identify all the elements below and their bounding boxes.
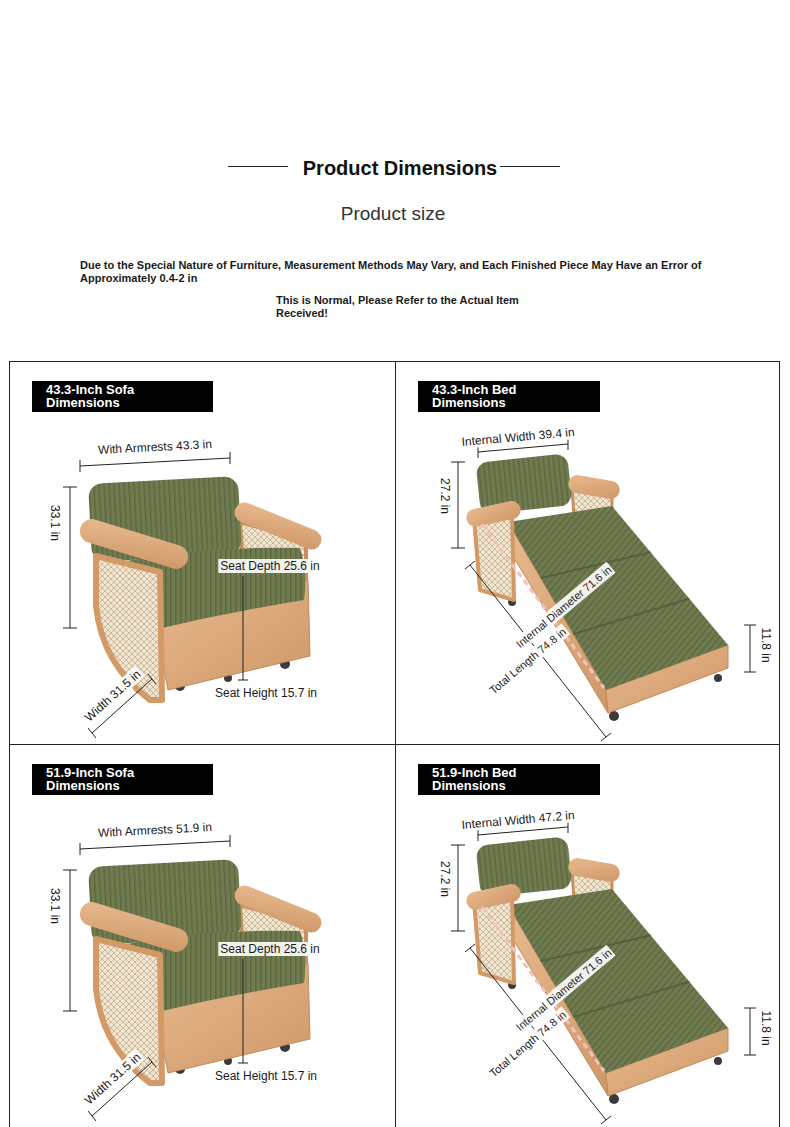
internal-length-marker <box>482 524 604 688</box>
dimension-label: Seat Depth 25.6 in <box>218 559 321 573</box>
panel-heading: 43.3-Inch Bed Dimensions <box>432 383 550 409</box>
page-title: Product Dimensions <box>300 156 500 180</box>
dimension-label: Width 31.5 in <box>80 666 144 726</box>
dimension-lines <box>70 487 71 628</box>
dimension-label: Internal Width 39.4 in <box>459 425 577 449</box>
dimension-lines <box>80 458 230 466</box>
dimension-label: Width 31.5 in <box>80 1049 144 1109</box>
label-holder: Internal Width 39.4 in <box>459 422 578 450</box>
dimension-lines <box>451 462 465 463</box>
dimension-lines <box>744 625 756 626</box>
bed-illustration <box>451 438 756 741</box>
label-holder: Seat Depth 25.6 in <box>218 556 321 574</box>
dimension-lines <box>63 487 77 488</box>
label-holder: With Armrests 51.9 in <box>96 817 215 841</box>
label-holder: 33.1 in <box>47 503 65 543</box>
bed-illustration <box>567 474 621 501</box>
sofa-illustration <box>232 499 325 552</box>
dimension-lines <box>465 561 475 569</box>
dimension-lines <box>88 728 96 738</box>
dimension-lines <box>568 438 569 450</box>
dimension-label: 11.8 in <box>759 625 773 664</box>
dimension-label: 27.2 in <box>438 859 452 899</box>
label-holder: This is Normal, Please Refer to the Actu… <box>274 294 536 320</box>
label-holder: Due to the Special Nature of Furniture, … <box>78 259 763 285</box>
sofa-illustration <box>77 516 191 572</box>
bed-illustration <box>465 499 523 528</box>
bed-illustration <box>451 821 756 1124</box>
dimension-lines <box>458 462 459 548</box>
title-rule <box>500 166 560 167</box>
label-holder: With Armrests 43.3 in <box>96 434 215 458</box>
panel-heading-bar: 43.3-Inch Bed Dimensions <box>418 381 600 412</box>
sofa-illustration <box>63 835 324 1121</box>
panel-heading: 51.9-Inch Sofa Dimensions <box>46 766 164 792</box>
subtitle: Product size <box>339 203 448 225</box>
title-holder: Product Dimensions <box>300 156 500 180</box>
dimension-label: With Armrests 43.3 in <box>96 437 215 457</box>
dimension-lines <box>238 680 248 681</box>
dimension-label: 27.2 in <box>438 476 452 516</box>
label-holder: Internal Width 47.2 in <box>459 805 578 833</box>
dimension-label: With Armrests 51.9 in <box>96 820 215 840</box>
dimension-lines <box>63 628 77 629</box>
bed-illustration <box>714 674 722 682</box>
label-holder: Seat Height 15.7 in <box>213 683 319 701</box>
dimension-lines <box>451 438 756 741</box>
label-holder: Product size <box>339 203 448 225</box>
panel-heading-bar: 51.9-Inch Sofa Dimensions <box>32 764 213 795</box>
label-holder: Seat Height 15.7 in <box>213 1066 319 1084</box>
bed-illustration <box>573 599 689 634</box>
dimension-lines <box>451 548 465 549</box>
dimension-label: 11.8 in <box>759 1008 773 1047</box>
dimension-label: 33.1 in <box>48 503 62 543</box>
dimension-label: 33.1 in <box>48 886 62 926</box>
bed-illustration <box>508 506 728 690</box>
dimension-lines <box>478 446 479 458</box>
panel-grid <box>10 362 780 1127</box>
note: Due to the Special Nature of Furniture, … <box>78 259 763 285</box>
dimension-label: Seat Depth 25.6 in <box>218 942 321 956</box>
dimension-lines <box>750 625 751 672</box>
sofa-illustration <box>63 452 324 738</box>
dimension-label: Internal Width 47.2 in <box>459 808 577 832</box>
dimension-lines <box>148 674 156 684</box>
panel-heading: 43.3-Inch Sofa Dimensions <box>46 383 164 409</box>
dimension-lines <box>601 733 611 741</box>
label-holder: 27.2 in <box>437 859 455 899</box>
panel-heading: 51.9-Inch Bed Dimensions <box>432 766 550 792</box>
panel-heading-bar: 51.9-Inch Bed Dimensions <box>418 764 600 795</box>
dimension-lines <box>230 452 231 464</box>
label-holder: 11.8 in <box>758 625 776 664</box>
note: This is Normal, Please Refer to the Actu… <box>274 294 536 320</box>
label-holder: 33.1 in <box>47 886 65 926</box>
dimension-lines <box>744 672 756 673</box>
label-holder: 27.2 in <box>437 476 455 516</box>
label-holder: Seat Depth 25.6 in <box>218 939 321 957</box>
panel-heading-bar: 43.3-Inch Sofa Dimensions <box>32 381 213 412</box>
title-rule <box>228 166 288 167</box>
label-holder: 11.8 in <box>758 1008 776 1047</box>
dimension-label: Seat Height 15.7 in <box>213 686 319 700</box>
dimension-lines <box>243 576 244 680</box>
label-holder: Width 31.5 in <box>78 1047 145 1110</box>
dimension-label: Seat Height 15.7 in <box>213 1069 319 1083</box>
dimension-lines <box>80 460 81 472</box>
label-holder: Width 31.5 in <box>78 664 145 727</box>
panel-divider <box>9 744 780 745</box>
